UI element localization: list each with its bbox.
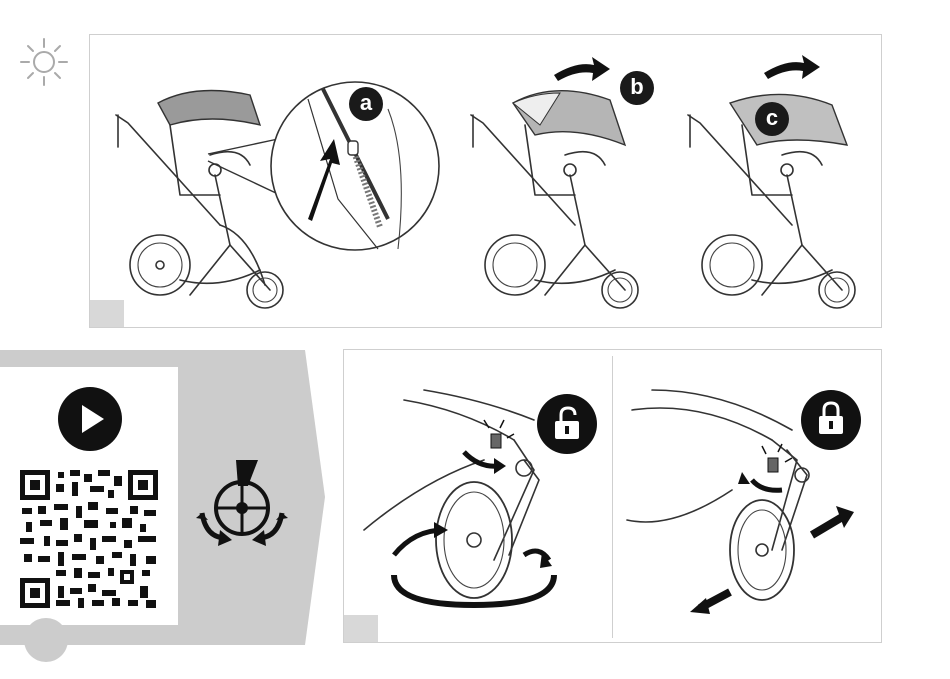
unlock-badge [537,394,597,454]
lock-badge [801,390,861,450]
wheel-swivel-icon [192,458,292,548]
lock-icon [817,400,845,438]
top-illustration-panel: a b c [89,34,882,328]
wheel-lock-panel [343,349,882,643]
step-marker-square [344,615,378,642]
unlock-icon [553,406,581,442]
sun-icon [18,36,70,88]
play-icon [80,403,106,435]
arrow-right-icon [762,53,822,83]
page-indicator-dot [24,618,68,662]
step-label-c: c [755,102,789,136]
arrow-right-icon [552,55,612,85]
stroller-illustration-2 [465,85,665,315]
step-label-b: b [620,71,654,105]
play-button[interactable] [58,387,122,451]
step-label-a: a [349,87,383,121]
panel-divider [612,356,613,638]
qr-code-icon[interactable] [20,470,158,608]
